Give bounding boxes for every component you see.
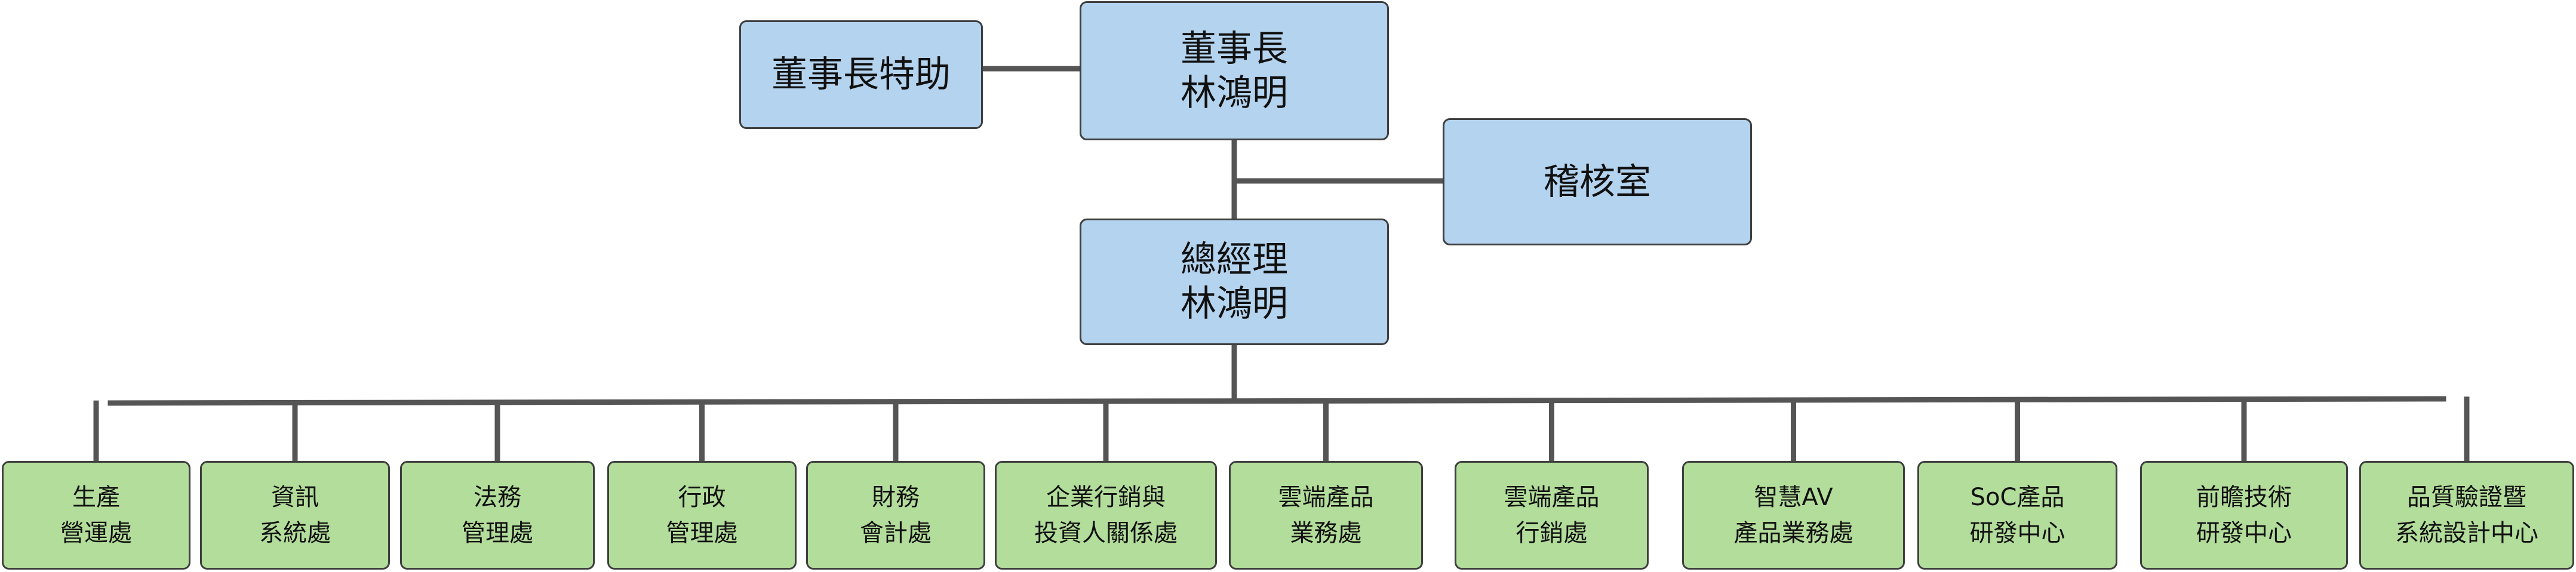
chairman-assistant-box: 董事長特助 <box>739 20 983 129</box>
department-box: 財務會計處 <box>806 461 985 570</box>
department-box: SoC產品研發中心 <box>1917 461 2117 570</box>
connector-bus <box>107 396 2446 406</box>
general-manager-name: 林鴻明 <box>1181 283 1288 325</box>
department-label-line-1: 行政 <box>678 484 726 511</box>
department-box: 資訊系統處 <box>200 461 390 570</box>
department-label-line-2: 營運處 <box>60 519 132 547</box>
department-box: 雲端產品行銷處 <box>1455 461 1649 570</box>
department-label-line-2: 業務處 <box>1290 519 1362 547</box>
audit-office-box: 稽核室 <box>1443 118 1752 245</box>
department-box: 行政管理處 <box>607 461 797 570</box>
department-label-line-2: 系統設計中心 <box>2395 519 2538 547</box>
department-label-line-1: 智慧AV <box>1754 484 1833 511</box>
general-manager-box: 總經理 林鴻明 <box>1080 219 1389 345</box>
department-label-line-2: 投資人關係處 <box>1034 519 1178 547</box>
chairman-name: 林鴻明 <box>1181 72 1288 114</box>
department-box: 雲端產品業務處 <box>1229 461 1423 570</box>
department-label-line-2: 產品業務處 <box>1733 519 1853 547</box>
department-label-line-2: 行銷處 <box>1516 519 1588 547</box>
department-label-line-2: 會計處 <box>860 519 932 547</box>
department-label-line-1: 資訊 <box>271 484 319 511</box>
department-label-line-1: SoC產品 <box>1970 484 2065 511</box>
chairman-title: 董事長 <box>1181 27 1288 70</box>
department-label-line-1: 雲端產品 <box>1504 484 1600 511</box>
chairman-box: 董事長 林鴻明 <box>1080 1 1389 140</box>
department-label-line-2: 研發中心 <box>1969 519 2065 547</box>
department-label-line-1: 雲端產品 <box>1278 484 1374 511</box>
department-label-line-1: 財務 <box>872 484 920 511</box>
department-label-line-2: 研發中心 <box>2196 519 2292 547</box>
department-box: 企業行銷與投資人關係處 <box>995 461 1217 570</box>
department-box: 品質驗證暨系統設計中心 <box>2359 461 2574 570</box>
chairman-assistant-label: 董事長特助 <box>771 54 951 96</box>
general-manager-title: 總經理 <box>1181 239 1288 281</box>
department-label-line-1: 企業行銷與 <box>1046 484 1166 511</box>
audit-office-label: 稽核室 <box>1544 161 1651 203</box>
department-box: 法務管理處 <box>400 461 595 570</box>
department-box: 前瞻技術研發中心 <box>2140 461 2348 570</box>
department-label-line-1: 品質驗證暨 <box>2407 484 2526 511</box>
department-box: 生產營運處 <box>2 461 190 570</box>
department-label-line-1: 法務 <box>474 484 521 511</box>
department-box: 智慧AV 產品業務處 <box>1682 461 1905 570</box>
department-label-line-2: 管理處 <box>666 519 738 547</box>
department-label-line-2: 管理處 <box>462 519 533 547</box>
department-label-line-1: 生產 <box>72 484 120 511</box>
department-label-line-2: 系統處 <box>259 519 331 547</box>
department-label-line-1: 前瞻技術 <box>2196 484 2292 511</box>
